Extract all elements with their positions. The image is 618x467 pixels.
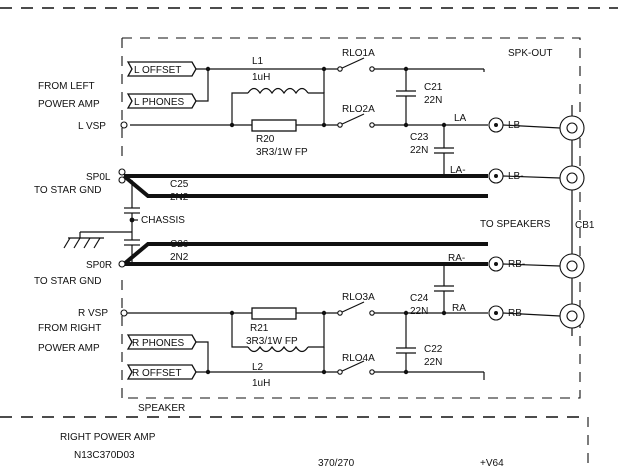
- rlo3a-label: RLO3A: [342, 292, 375, 303]
- c24-label: C24: [410, 293, 429, 304]
- right-power-amp-label: RIGHT POWER AMP: [60, 432, 156, 443]
- l2-label: L2: [252, 362, 264, 373]
- l-vsp-label: L VSP: [78, 121, 106, 132]
- l2-inductor: [247, 345, 309, 353]
- c23-label: C23: [410, 132, 429, 143]
- c21-value: 22N: [424, 95, 442, 106]
- l2-value: 1uH: [252, 378, 270, 389]
- to-star-gnd-r-label: TO STAR GND: [34, 276, 101, 287]
- r21-value: 3R3/1W FP: [246, 336, 298, 347]
- l-offset-connector: [126, 61, 197, 77]
- c25-label: C25: [170, 179, 189, 190]
- r20-label: R20: [256, 134, 275, 145]
- l-offset-label: L OFFSET: [134, 65, 181, 76]
- c24-value: 22N: [410, 306, 428, 317]
- r20-value: 3R3/1W FP: [256, 147, 308, 158]
- c21-label: C21: [424, 82, 443, 93]
- la-label: LA: [454, 113, 467, 124]
- chassis-ground-icon: [63, 232, 104, 249]
- part-number-label: N13C370D03: [74, 450, 135, 461]
- r-phones-label: R PHONES: [132, 338, 185, 349]
- l-phones-label: L PHONES: [134, 97, 185, 108]
- c22-value: 22N: [424, 357, 442, 368]
- r21-resistor: [251, 307, 297, 320]
- c25-value: 2N2: [170, 192, 189, 203]
- v64-label: +V64: [480, 458, 504, 467]
- rlo1a-contact: [339, 57, 365, 70]
- la-minus-label: LA-: [450, 165, 466, 176]
- dashed-borders: [0, 7, 618, 467]
- power-amp-right-label: POWER AMP: [38, 343, 100, 354]
- rb-label: RB: [508, 308, 522, 319]
- r21-label: R21: [250, 323, 269, 334]
- rlo3a-contact: [339, 301, 365, 314]
- l1-inductor: [247, 87, 309, 95]
- l-phones-connector: [126, 93, 197, 109]
- rlo1a-label: RLO1A: [342, 48, 375, 59]
- speaker-label: SPEAKER: [138, 403, 185, 414]
- l1-label: L1: [252, 56, 264, 67]
- to-star-gnd-l-label: TO STAR GND: [34, 185, 101, 196]
- l1-value: 1uH: [252, 72, 270, 83]
- cb1-connector: TO SPEAKERS CB1: [480, 105, 595, 336]
- ra-minus-label: RA-: [448, 253, 465, 264]
- c26-label: C26: [170, 239, 189, 250]
- code-label: 370/270: [318, 458, 355, 467]
- left-channel: L OFFSET L PHONES L1 1uH R20 3R3/1W FP L…: [38, 48, 552, 184]
- c23-value: 22N: [410, 145, 428, 156]
- rlo4a-label: RLO4A: [342, 353, 375, 364]
- chassis-label: CHASSIS: [141, 215, 185, 226]
- c22-label: C22: [424, 344, 443, 355]
- rb-minus-label: RB-: [508, 259, 525, 270]
- footer: SPEAKER RIGHT POWER AMP N13C370D03 370/2…: [60, 403, 504, 467]
- from-right-label: FROM RIGHT: [38, 323, 101, 334]
- spor-label: SP0R: [86, 260, 112, 271]
- right-channel: RA- RB- C24 22N RA RB R VSP R21 3R3/1W F…: [38, 253, 525, 389]
- from-left-label: FROM LEFT: [38, 81, 95, 92]
- ra-label: RA: [452, 303, 466, 314]
- r20-resistor: [251, 119, 297, 132]
- spk-out-label: SPK-OUT: [508, 48, 552, 59]
- r-phones-connector: [126, 334, 197, 350]
- to-speakers-label: TO SPEAKERS: [480, 219, 551, 230]
- rlo4a-contact: [339, 360, 365, 373]
- power-amp-left-label: POWER AMP: [38, 99, 100, 110]
- c26-value: 2N2: [170, 252, 189, 263]
- ground-section: SP0L TO STAR GND C25 2N2 CHASSIS C26 2N2: [34, 168, 189, 287]
- r-offset-label: R OFFSET: [132, 368, 181, 379]
- spol-label: SP0L: [86, 172, 111, 183]
- r-vsp-label: R VSP: [78, 308, 108, 319]
- r-offset-connector: [126, 364, 197, 380]
- cb1-label: CB1: [575, 220, 595, 231]
- rlo2a-label: RLO2A: [342, 104, 375, 115]
- rlo2a-contact: [339, 113, 365, 126]
